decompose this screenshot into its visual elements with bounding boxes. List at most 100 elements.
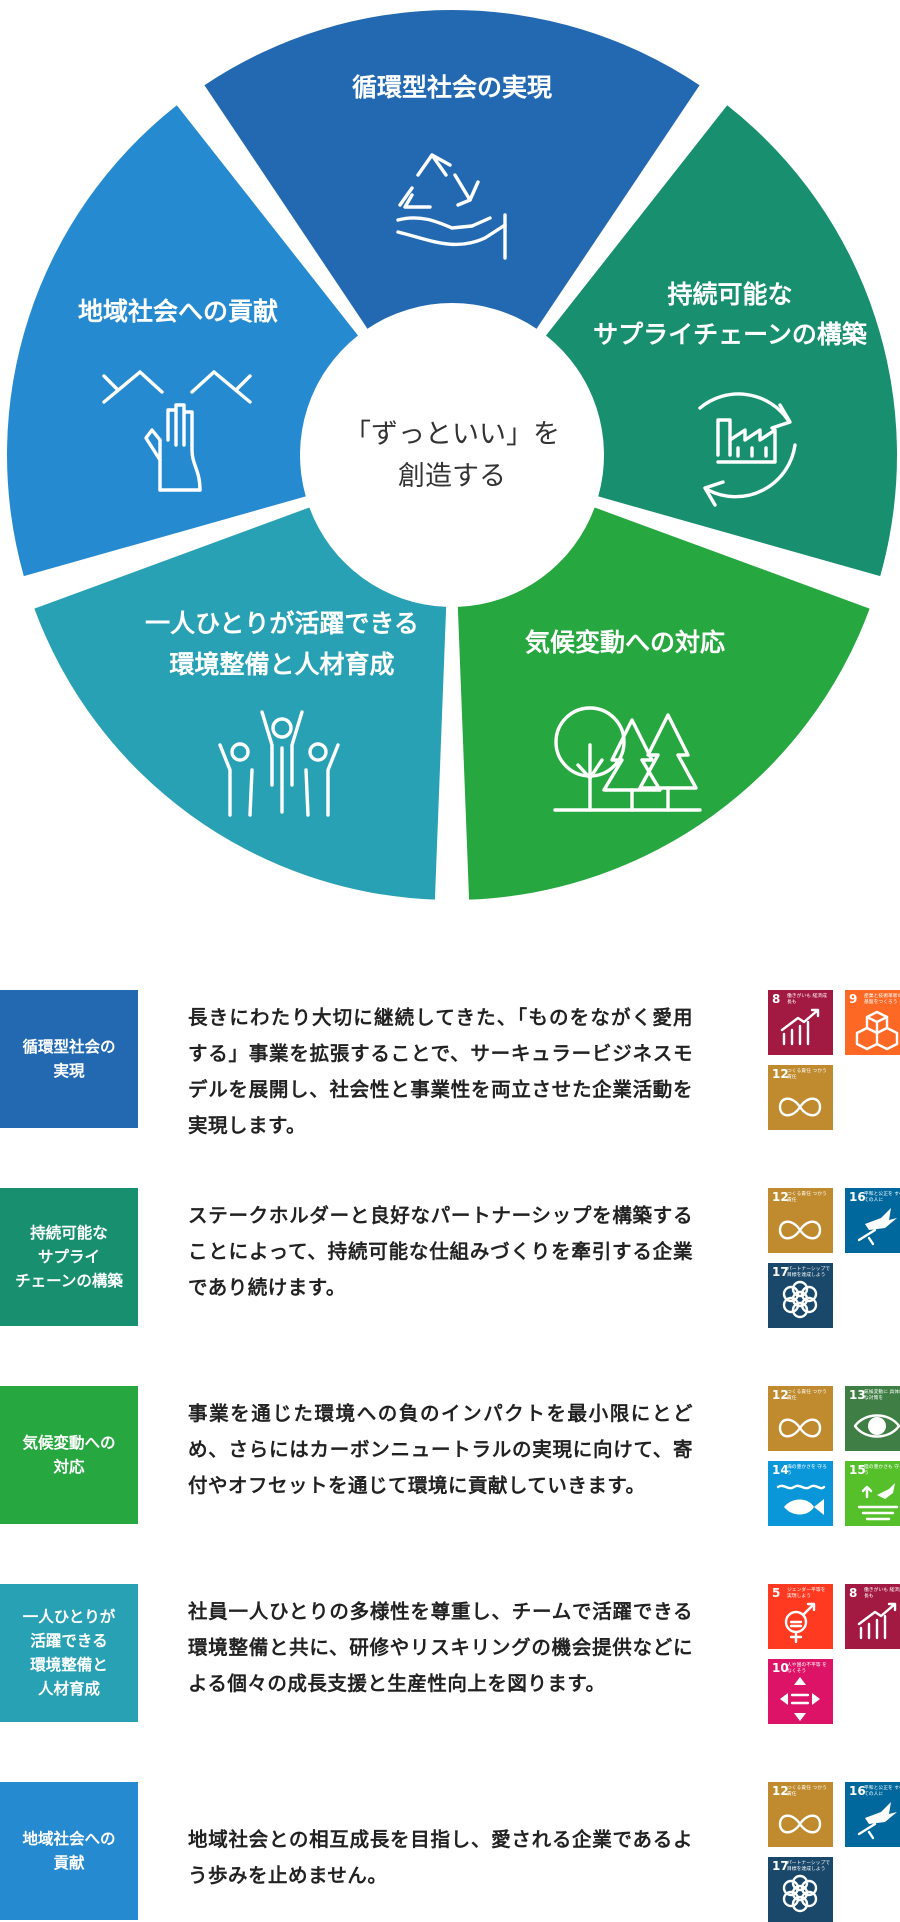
sdg-badge-16: 16 平和と公正を すべての人に (845, 1188, 900, 1253)
center-line-2: 創造する (398, 461, 506, 492)
sdg-number: 5 (772, 1586, 781, 1600)
row-label: 一人ひとりが 活躍できる 環境整備と 人材育成 (0, 1584, 138, 1722)
initiative-row: 持続可能な サプライ チェーンの構築 ステークホルダーと良好なパートナーシップを… (0, 1188, 900, 1328)
sdg-number: 16 (849, 1190, 866, 1204)
people-cheering-icon (218, 710, 340, 817)
sdg-caption: ジェンダー平等を 実現しよう (787, 1588, 826, 1599)
row-description: 地域社会との相互成長を目指し、愛される企業であるよう歩みを止めません。 (188, 1828, 693, 1888)
sdg-badge-14: 14 海の豊かさを 守ろう (768, 1461, 833, 1526)
sdg-number: 9 (849, 992, 858, 1006)
row-description: 事業を通じた環境への負のインパクトを最小限にとどめ、さらにはカーボンニュートラル… (188, 1402, 693, 1498)
sdg-number: 12 (772, 1067, 789, 1081)
sdg-caption: パートナーシップで 目標を達成しよう (787, 1861, 831, 1872)
sdg-badge-8: 8 働きがいも 経済成長も (768, 990, 833, 1055)
infinity-icon (778, 1097, 822, 1117)
sdg-badge-12: 12 つくる責任 つかう責任 (768, 1782, 833, 1847)
flower-rings-icon (782, 1280, 818, 1319)
recycle-hand-icon (396, 153, 507, 260)
row-description: ステークホルダーと良好なパートナーシップを構築することによって、持続可能な仕組み… (188, 1204, 693, 1300)
fish-icon (776, 1484, 826, 1515)
equality-icon (780, 1677, 820, 1721)
wheel-center (302, 305, 602, 605)
sdg-number: 12 (772, 1388, 789, 1402)
segment-label-circular: 循環型社会の実現 (352, 73, 552, 102)
sdg-caption: 働きがいも 経済成長も (787, 994, 827, 1005)
flower-rings-icon (782, 1874, 818, 1913)
sdg-caption: つくる責任 つかう責任 (787, 1390, 827, 1401)
sdg-number: 8 (772, 992, 781, 1006)
wheel-segment-people (34, 507, 447, 900)
sdg-caption: 人や国の不平等 をなくそう (787, 1663, 827, 1674)
segment-label-supply-1: 持続可能な (667, 280, 792, 309)
sdg-caption: 平和と公正を すべての人に (864, 1786, 900, 1797)
sdg-number: 13 (849, 1388, 866, 1402)
sdg-badge-5: 5 ジェンダー平等を 実現しよう (768, 1584, 833, 1649)
row-description: 長きにわたり大切に継続してきた、「ものをながく愛用する」事業を拡張することで、サ… (188, 1006, 693, 1138)
cubes-icon (855, 1010, 899, 1051)
sdg-number: 8 (849, 1586, 858, 1600)
row-label: 循環型社会の 実現 (0, 990, 138, 1128)
sdg-number: 16 (849, 1784, 866, 1798)
factory-cycle-icon (698, 392, 797, 507)
initiative-row: 一人ひとりが 活躍できる 環境整備と 人材育成 社員一人ひとりの多様性を尊重し、… (0, 1584, 900, 1724)
sdg-badge-15: 15 陸の豊かさも 守ろう (845, 1461, 900, 1526)
dove-icon (857, 1802, 897, 1840)
dove-icon (857, 1208, 897, 1246)
row-label: 持続可能な サプライ チェーンの構築 (0, 1188, 138, 1326)
sdg-caption: 平和と公正を すべての人に (864, 1192, 900, 1203)
wheel-segment-circular (204, 9, 700, 329)
sdg-badge-9: 9 産業と技術革新の 基盤をつくろう (845, 990, 900, 1055)
segment-label-climate: 気候変動への対応 (525, 628, 725, 657)
sdg-caption: 働きがいも 経済成長も (864, 1588, 900, 1599)
sdg-caption: 気候変動に 具体的な対策を (864, 1390, 900, 1401)
wheel-segment-climate (457, 507, 870, 900)
infinity-icon (778, 1814, 822, 1834)
center-line-1: 「ずっといい」を (344, 419, 560, 450)
initiative-row: 循環型社会の 実現 長きにわたり大切に継続してきた、「ものをながく愛用する」事業… (0, 990, 900, 1137)
segment-label-people-1: 一人ひとりが活躍できる (145, 609, 419, 638)
growth-chart-icon (780, 1008, 820, 1046)
segment-label-supply-2: サプライチェーンの構築 (593, 320, 868, 349)
row-label: 地域社会への 貢献 (0, 1782, 138, 1920)
trees-icon (553, 706, 702, 812)
sdg-number: 17 (772, 1265, 789, 1279)
sdg-badge-10: 10 人や国の不平等 をなくそう (768, 1659, 833, 1724)
sdg-caption: つくる責任 つかう責任 (787, 1069, 827, 1080)
sdg-badge-12: 12 つくる責任 つかう責任 (768, 1065, 833, 1130)
joined-hands-icon (102, 370, 252, 492)
sdg-caption: 産業と技術革新の 基盤をつくろう (864, 994, 900, 1005)
wheel-segment-community (6, 105, 359, 577)
gender-icon (784, 1602, 816, 1644)
row-description: 社員一人ひとりの多様性を尊重し、チームで活躍できる環境整備と共に、研修やリスキリ… (188, 1600, 693, 1696)
sdg-badge-12: 12 つくる責任 つかう責任 (768, 1386, 833, 1451)
row-label: 気候変動への 対応 (0, 1386, 138, 1524)
sdg-caption: つくる責任 つかう責任 (787, 1786, 827, 1797)
goals-wheel: 「ずっといい」を 創造する 循環型社会の実現 持続可能な サプライチェーンの構築… (6, 9, 897, 900)
sdg-badge-16: 16 平和と公正を すべての人に (845, 1782, 900, 1847)
sdg-badge-17: 17 パートナーシップで 目標を達成しよう (768, 1857, 833, 1922)
wheel-segment-supply (545, 105, 897, 577)
sdg-caption: 海の豊かさを 守ろう (787, 1465, 827, 1476)
growth-chart-icon (857, 1602, 897, 1640)
initiative-row: 気候変動への 対応 事業を通じた環境への負のインパクトを最小限にとどめ、さらには… (0, 1386, 900, 1526)
eye-globe-icon (853, 1414, 900, 1438)
sdg-number: 12 (772, 1190, 789, 1204)
segment-label-community: 地域社会への貢献 (78, 297, 278, 326)
sdg-badge-8: 8 働きがいも 経済成長も (845, 1584, 900, 1649)
sdg-badge-13: 13 気候変動に 具体的な対策を (845, 1386, 900, 1451)
infinity-icon (778, 1220, 822, 1240)
sdg-number: 10 (772, 1661, 789, 1675)
land-bird-icon (857, 1483, 899, 1521)
sdg-caption: つくる責任 つかう責任 (787, 1192, 827, 1203)
segment-label-people-2: 環境整備と人材育成 (169, 650, 394, 679)
sdg-caption: 陸の豊かさも 守ろう (864, 1465, 900, 1476)
sdg-number: 14 (772, 1463, 789, 1477)
initiative-row: 地域社会への 貢献 地域社会との相互成長を目指し、愛される企業であるよう歩みを止… (0, 1782, 900, 1922)
sdg-caption: パートナーシップで 目標を達成しよう (787, 1267, 831, 1278)
sdg-badge-12: 12 つくる責任 つかう責任 (768, 1188, 833, 1253)
sdg-number: 15 (849, 1463, 866, 1477)
infinity-icon (778, 1418, 822, 1438)
sdg-number: 17 (772, 1859, 789, 1873)
sdg-badge-17: 17 パートナーシップで 目標を達成しよう (768, 1263, 833, 1328)
sdg-number: 12 (772, 1784, 789, 1798)
